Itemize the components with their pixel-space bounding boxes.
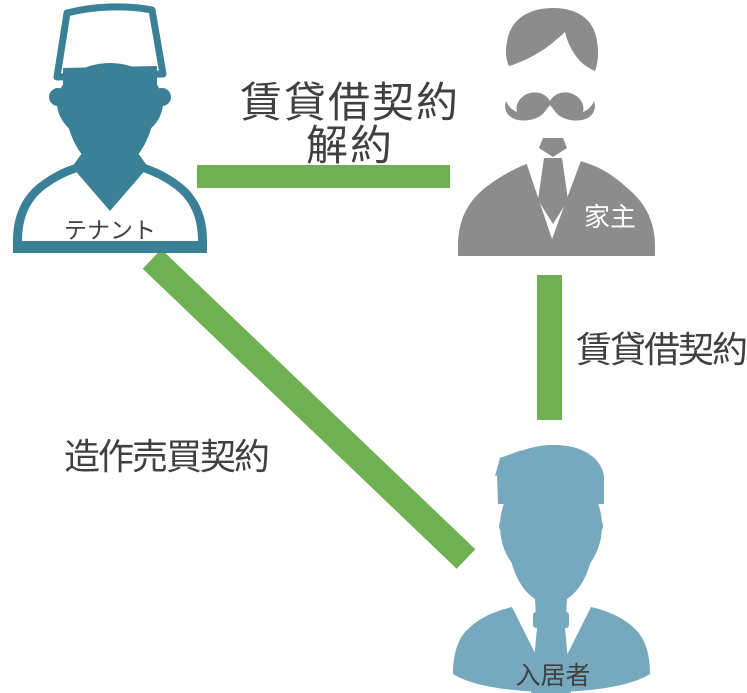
- relation-label-lease-cancellation: 賃貸借契約 解約: [239, 79, 460, 169]
- resident-neck: [534, 584, 568, 616]
- bar-landlord-resident: [537, 275, 562, 420]
- landlord-hair: [505, 8, 599, 71]
- tenant-collar-v: [72, 153, 148, 211]
- landlord-mustache: [505, 92, 595, 121]
- tenant-head: [49, 63, 171, 168]
- landlord-figure mustached-person-icon: [458, 8, 655, 256]
- bar-tenant-resident: [142, 249, 476, 569]
- resident-shoulders: [453, 607, 650, 692]
- tenant-label: テナント: [64, 217, 156, 243]
- landlord-tie: [538, 138, 568, 224]
- bar-tenant-landlord: [197, 165, 450, 188]
- resident-label: 入居者: [515, 662, 591, 690]
- relation-label-fixture-sale: 造作売買契約: [64, 436, 270, 477]
- relation-label-lease: 賃貸借契約: [576, 329, 747, 370]
- resident-figure suited-man-icon: [453, 444, 650, 693]
- tenant-figure chef-person-icon: [13, 3, 207, 253]
- landlord-label: 家主: [584, 202, 637, 232]
- resident-head: [495, 444, 604, 616]
- chef-hat: [53, 3, 167, 81]
